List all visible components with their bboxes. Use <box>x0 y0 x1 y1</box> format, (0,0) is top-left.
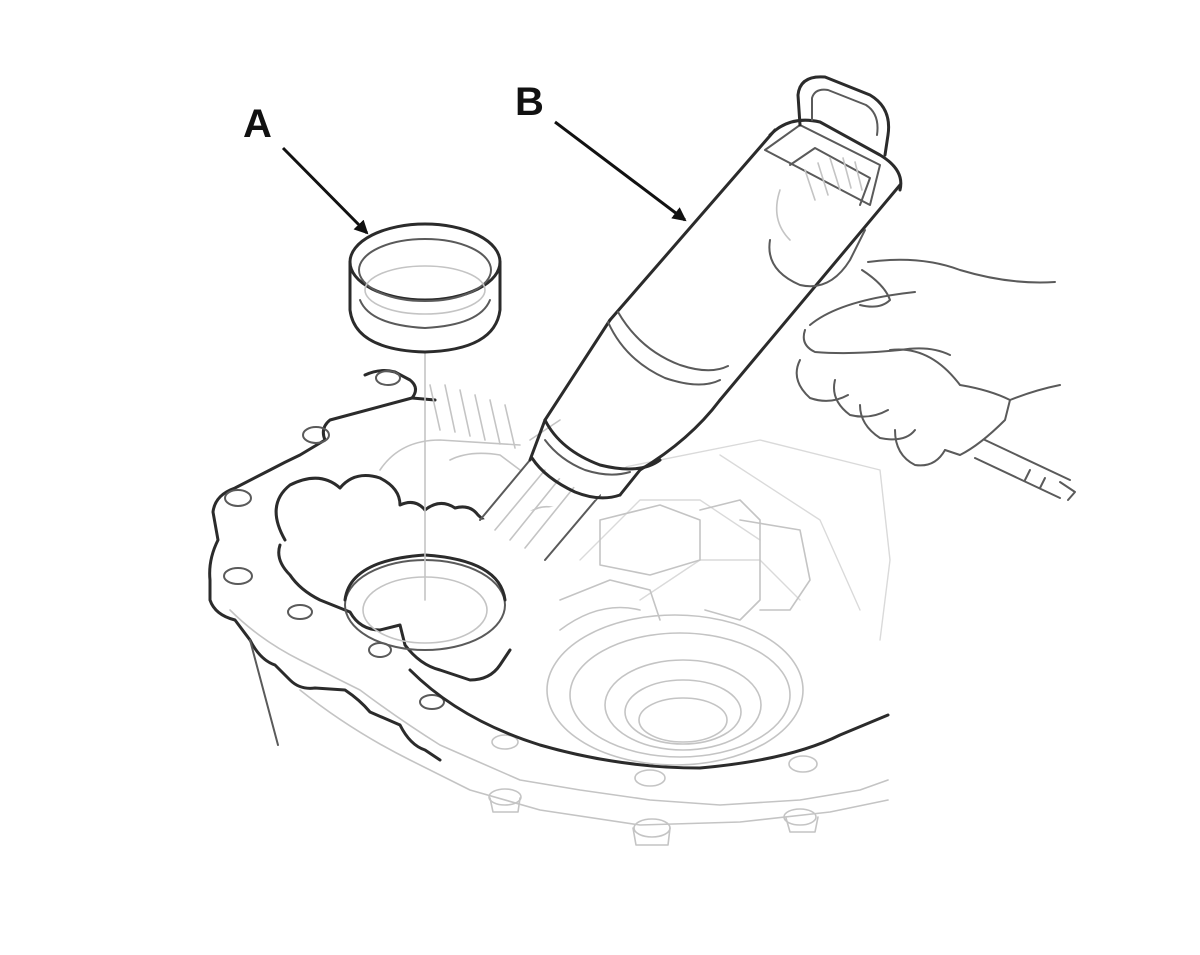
installer-tool <box>479 75 903 561</box>
bearing-race <box>348 222 502 354</box>
callout-b-label: B <box>515 80 544 124</box>
callout-a-arrow <box>281 146 369 235</box>
hand-with-hammer <box>795 258 1076 501</box>
callout-a: A <box>243 102 369 235</box>
callout-b: B <box>515 80 687 222</box>
callout-b-arrow <box>554 120 687 222</box>
transmission-case <box>208 369 891 846</box>
callout-a-label: A <box>243 102 272 146</box>
